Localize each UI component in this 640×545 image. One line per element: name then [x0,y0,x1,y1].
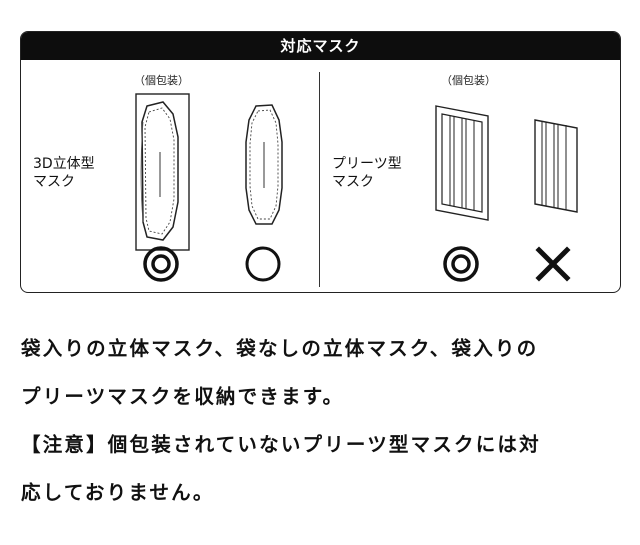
section-divider [319,72,320,287]
right-type-label: プリーツ型 マスク [332,155,402,191]
left-packaged-label: （個包装） [134,74,189,87]
cross-mark-icon [535,246,571,282]
card-header: 対応マスク [21,32,620,60]
double-circle-mark-icon [143,246,179,282]
description-line-1: 袋入りの立体マスク、袋なしの立体マスク、袋入りの [21,337,539,360]
left-type-label: 3D立体型 マスク [33,155,95,191]
bare-pleated-mask-icon [534,119,578,213]
description-line-4: 応しておりません。 [21,481,215,504]
left-type-label-line2: マスク [33,174,75,190]
left-type-label-line1: 3D立体型 [33,156,95,172]
packaged-3d-mask-icon [135,93,190,251]
right-type-label-line1: プリーツ型 [332,156,402,172]
circle-mark-icon [245,246,281,282]
right-type-label-line2: マスク [332,174,374,190]
double-circle-mark-icon [443,246,479,282]
description-line-3: 【注意】個包装されていないプリーツ型マスクには対 [21,433,541,456]
compatible-mask-card: 対応マスク （個包装） 3D立体型 マスク （個包装） プリーツ型 マスク [20,31,621,293]
description-line-2: プリーツマスクを収納できます。 [21,385,345,408]
packaged-pleated-mask-icon [435,105,489,221]
bare-3d-mask-icon [245,104,283,225]
right-packaged-label: （個包装） [441,74,496,87]
